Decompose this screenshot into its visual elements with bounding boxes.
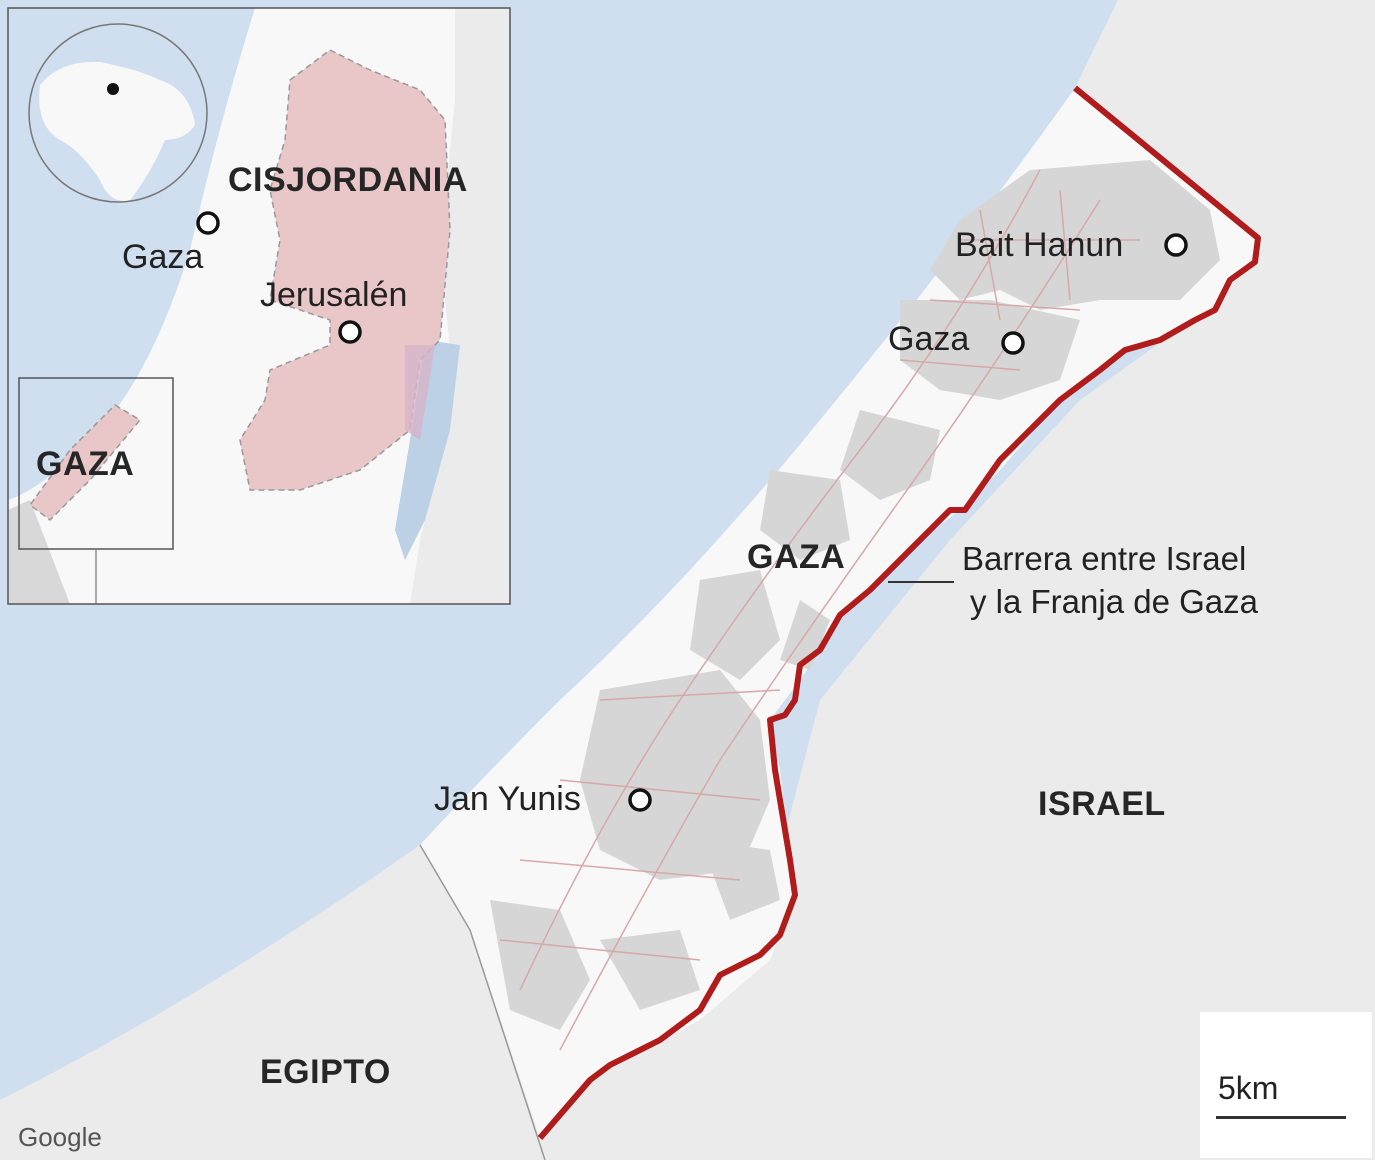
scale-label: 5km bbox=[1218, 1070, 1279, 1106]
inset-gaza-region-label: GAZA bbox=[36, 445, 135, 483]
jan-yunis-marker bbox=[628, 788, 652, 812]
barrier-line bbox=[537, 85, 1261, 1140]
scale-bar bbox=[1216, 1116, 1346, 1119]
west-bank-area bbox=[239, 49, 451, 491]
barrier-annotation-line2: y la Franja de Gaza bbox=[970, 582, 1258, 620]
egypt-border bbox=[419, 844, 546, 1160]
israel-land bbox=[520, 0, 1375, 1160]
locator-dot bbox=[107, 83, 119, 95]
bait-hanun-marker bbox=[1164, 233, 1188, 257]
scale-box bbox=[1200, 1012, 1372, 1158]
barrier-annotation-leader bbox=[888, 581, 954, 583]
jan-yunis-label: Jan Yunis bbox=[434, 780, 581, 818]
barrier-annotation: Barrera entre Israel y la Franja de Gaza bbox=[962, 538, 1258, 624]
inset-gaza-city-label: Gaza bbox=[122, 238, 204, 276]
inset-jerusalem-label: Jerusalén bbox=[260, 276, 408, 314]
israel-label: ISRAEL bbox=[1038, 785, 1166, 823]
egypt-label: EGIPTO bbox=[260, 1053, 391, 1091]
roads bbox=[499, 169, 1140, 1051]
inset-map bbox=[7, 7, 511, 605]
attribution: Google bbox=[18, 1122, 102, 1152]
gaza-region-label: GAZA bbox=[747, 538, 846, 576]
bait-hanun-label: Bait Hanun bbox=[955, 226, 1124, 264]
barrier-annotation-line1: Barrera entre Israel bbox=[962, 540, 1247, 577]
egypt-land bbox=[0, 845, 545, 1160]
gaza-city-label: Gaza bbox=[888, 320, 970, 358]
inset-west-bank-label: CISJORDANIA bbox=[228, 161, 468, 199]
gaza-city-marker bbox=[1001, 331, 1025, 355]
